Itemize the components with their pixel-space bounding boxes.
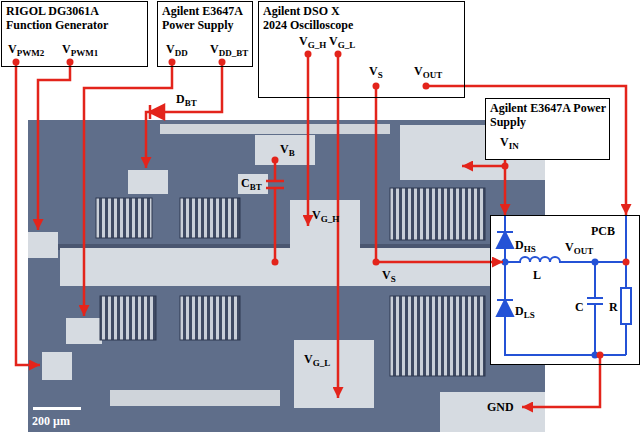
subscript: B: [289, 148, 295, 158]
port-label: VOUT: [565, 240, 593, 256]
box-heading: Agilent DSO X 2024 Oscilloscope: [263, 4, 359, 32]
signal-label: VS: [382, 268, 396, 284]
capacitor-symbol: [266, 160, 284, 262]
port-label: VOUT: [414, 64, 442, 80]
diode-symbol: [497, 300, 513, 316]
instrument-box: Agilent DSO X 2024 OscilloscopeVG_HVG_LV…: [258, 1, 465, 98]
subscript: HS: [524, 244, 536, 254]
text-part: D: [176, 92, 185, 106]
port-label: R: [609, 300, 618, 314]
chip-micrograph: [28, 120, 545, 432]
text-part: V: [166, 42, 175, 56]
inductor-symbol: [505, 257, 626, 262]
signal-label: VG_L: [304, 352, 330, 368]
signal-label: VG_H: [312, 208, 339, 224]
subscript: BT: [250, 182, 262, 192]
text-part: V: [8, 42, 17, 56]
port-label: DHS: [515, 238, 536, 254]
instrument-box: RIGOL DG3061A Function GeneratorVPWM2VPW…: [1, 1, 148, 67]
text-part: V: [280, 142, 289, 156]
port-label: VG_L: [329, 34, 355, 50]
subscript: LS: [524, 310, 535, 320]
port-label: C: [575, 300, 584, 314]
text-part: D: [515, 304, 524, 318]
instrument-box: Agilent E3647A Power SupplyVDDVDD_BT: [157, 1, 253, 67]
port-label: L: [533, 268, 541, 282]
subscript: OUT: [423, 70, 443, 80]
box-heading: Agilent E3647A Power Supply: [490, 101, 606, 129]
subscript: G_H: [321, 214, 340, 224]
text-part: V: [62, 42, 71, 56]
component-label: CBT: [241, 176, 262, 192]
text-part: V: [500, 135, 509, 149]
subscript: DD_BT: [219, 48, 249, 58]
subscript: PWM2: [17, 48, 45, 58]
pcb-board: PCBDHSVOUTLDLSCR: [490, 215, 640, 365]
port-label: VDD: [166, 42, 188, 58]
text-part: V: [382, 268, 391, 282]
subscript: G_H: [308, 40, 327, 50]
port-label: VDD_BT: [210, 42, 248, 58]
subscript: G_L: [338, 40, 356, 50]
text-part: V: [329, 34, 338, 48]
capacitor-symbol: [587, 262, 603, 355]
text-part: V: [369, 64, 378, 78]
buck-circuit: [497, 215, 631, 358]
component-label: DBT: [176, 92, 197, 108]
diode-symbol: [497, 232, 513, 248]
text-part: C: [241, 176, 250, 190]
text-part: V: [299, 34, 308, 48]
subscript: G_L: [313, 358, 331, 368]
node-label: VB: [280, 142, 295, 158]
signal-label: GND: [487, 400, 514, 414]
scale-bar: [33, 407, 81, 410]
text-part: D: [515, 238, 524, 252]
subscript: PWM1: [71, 48, 99, 58]
text-part: V: [304, 352, 313, 366]
resistor-symbol: [621, 288, 631, 324]
subscript: S: [378, 70, 383, 80]
text-part: V: [210, 42, 219, 56]
subscript: S: [391, 274, 396, 284]
scale-label: 200 µm: [32, 414, 70, 428]
wire-dots: [13, 51, 630, 359]
port-label: VS: [369, 64, 383, 80]
text-part: V: [565, 240, 574, 254]
port-label: DLS: [515, 304, 535, 320]
subscript: DD: [175, 48, 188, 58]
box-heading: Agilent E3647A Power Supply: [162, 4, 250, 32]
subscript: IN: [509, 141, 519, 151]
probe-wire: [504, 160, 507, 215]
text-part: V: [414, 64, 423, 78]
box-heading: PCB: [591, 224, 615, 238]
port-label: VPWM1: [62, 42, 98, 58]
port-label: VG_H: [299, 34, 326, 50]
text-part: V: [312, 208, 321, 222]
port-label: VPWM2: [8, 42, 44, 58]
port-label: VIN: [500, 135, 519, 151]
box-heading: RIGOL DG3061A Function Generator: [6, 4, 136, 32]
pcb-ground: [490, 215, 640, 365]
instrument-box: Agilent E3647A Power SupplyVIN: [485, 98, 610, 160]
subscript: BT: [185, 98, 197, 108]
box-ground: [485, 98, 610, 160]
diode-symbol: [150, 105, 164, 119]
probe-wire: [465, 86, 626, 215]
subscript: OUT: [574, 246, 594, 256]
